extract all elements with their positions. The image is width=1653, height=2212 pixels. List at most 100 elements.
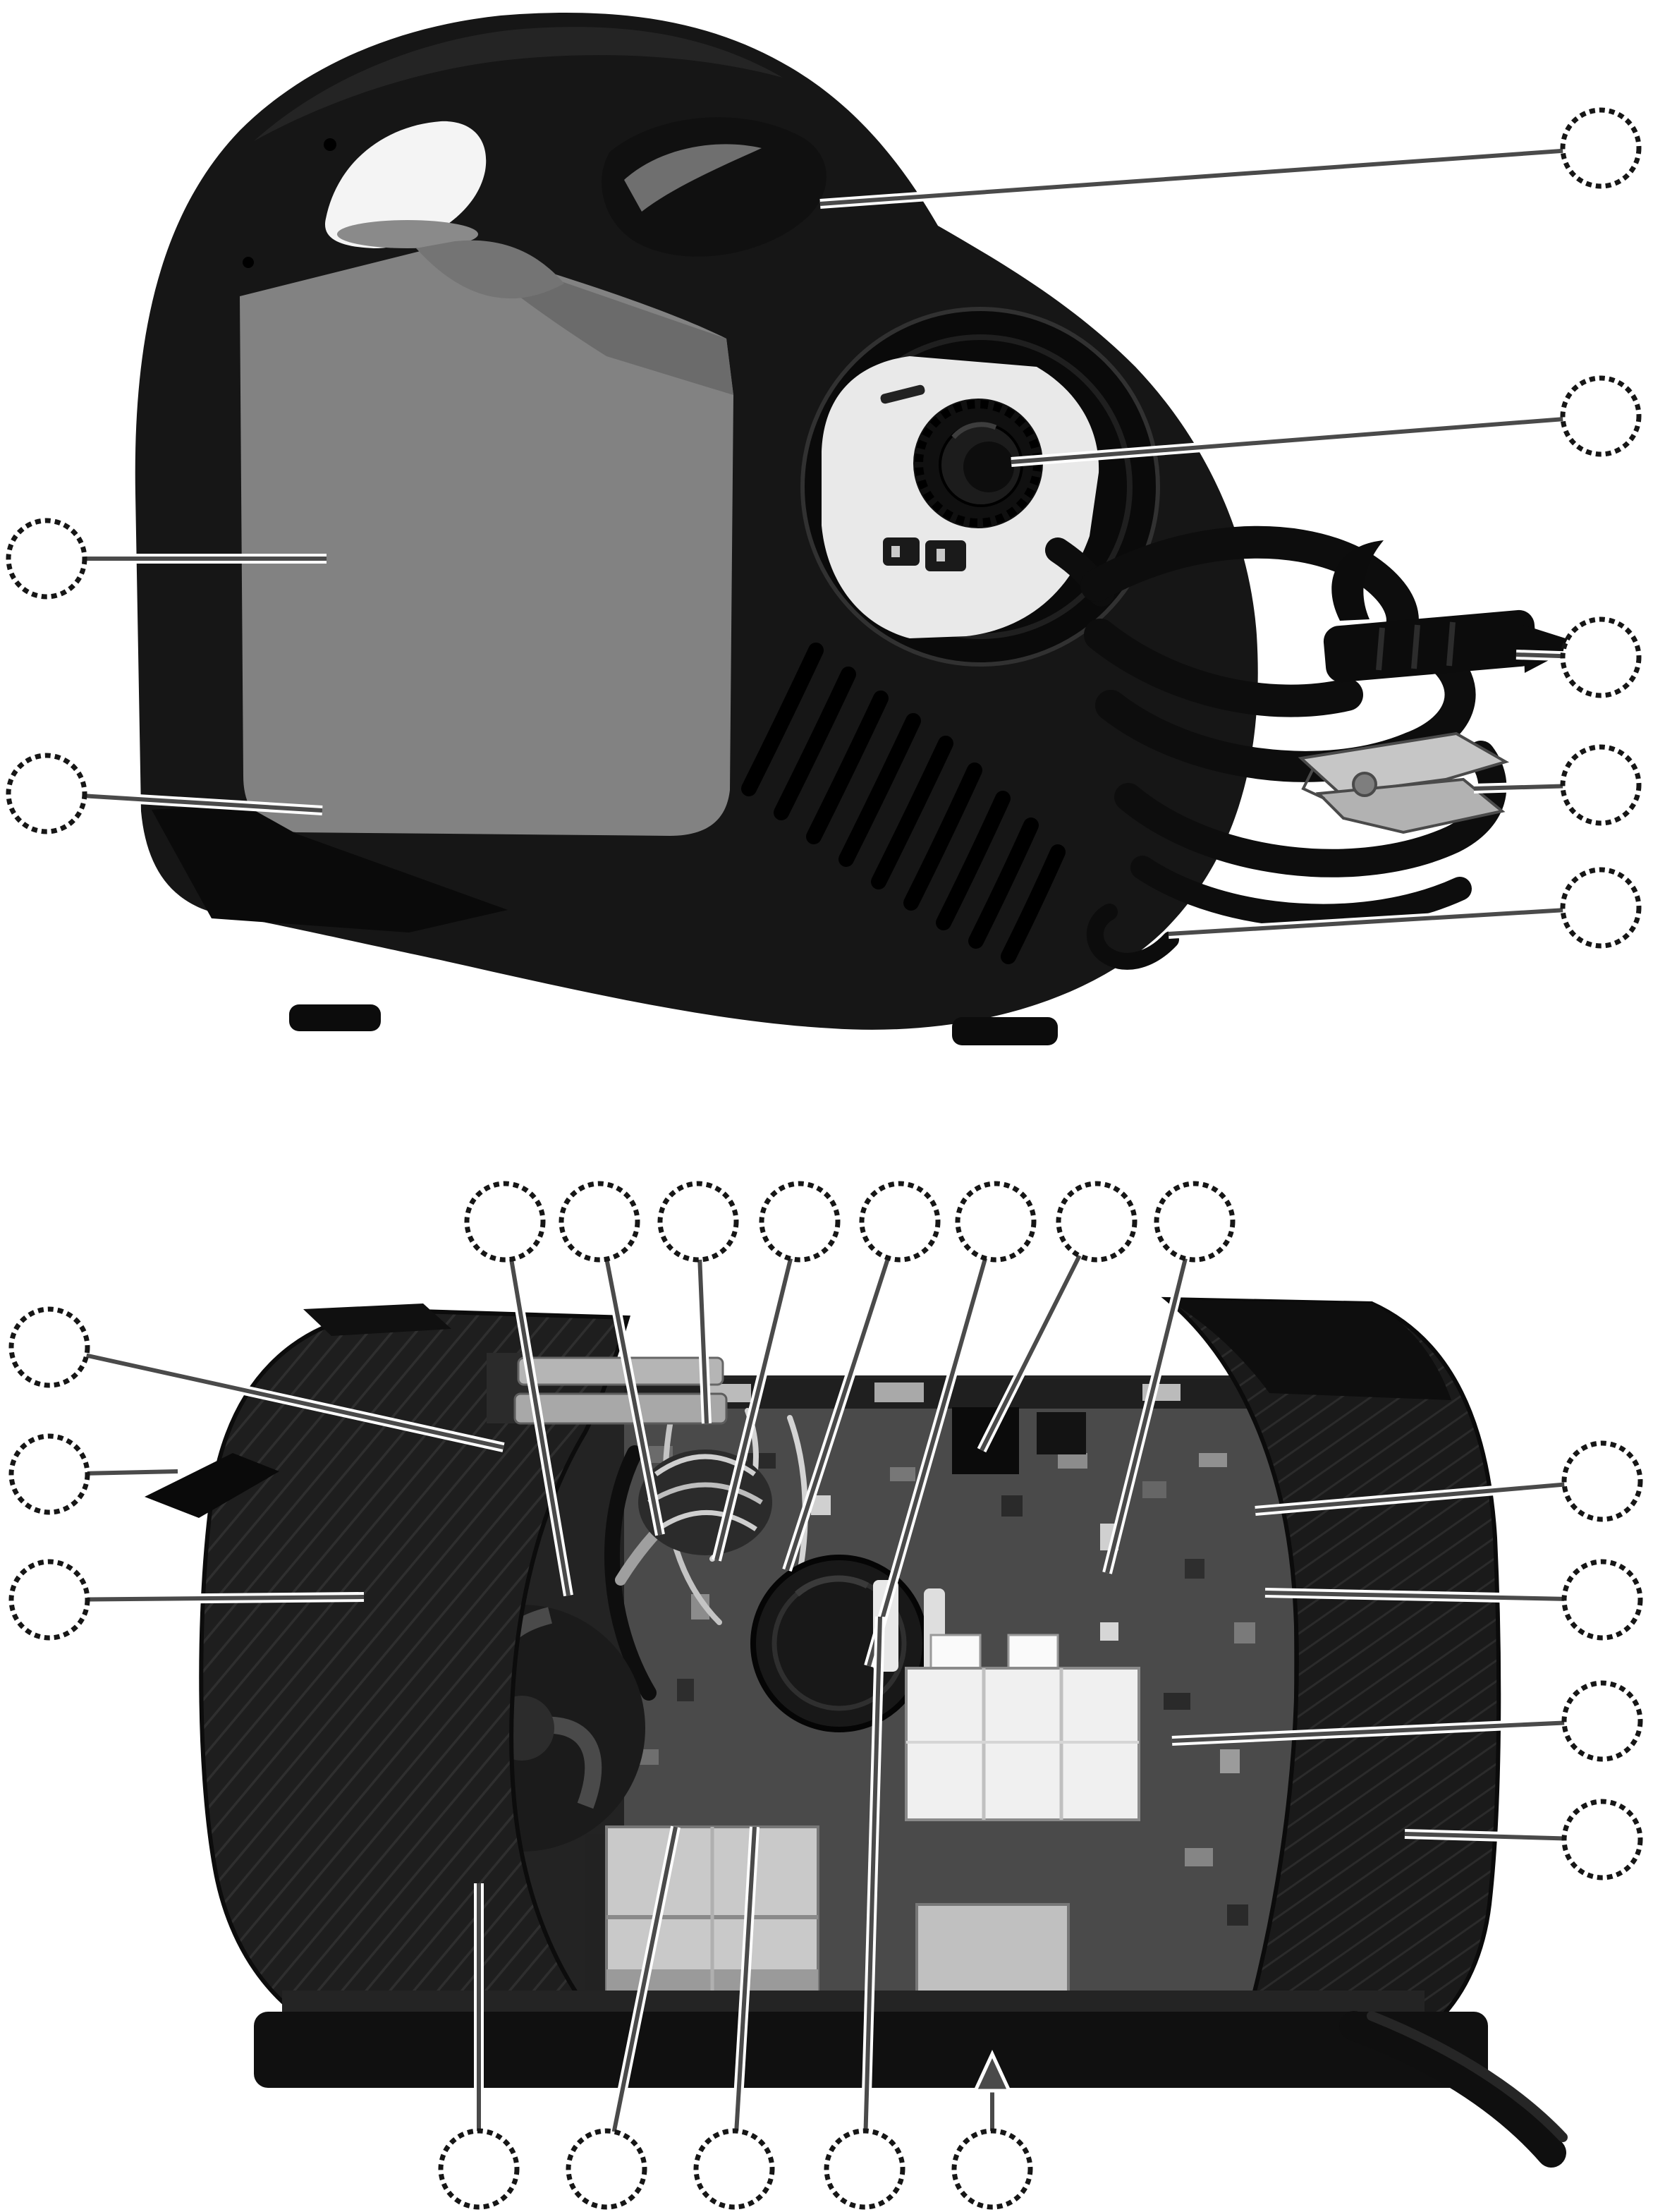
foot-left xyxy=(289,1004,381,1031)
mains-lead-end xyxy=(1086,904,1179,970)
callout-4 xyxy=(977,1181,1137,1453)
panel-label-tick1 xyxy=(891,546,900,557)
leader-line xyxy=(1168,906,1602,936)
callout-16 xyxy=(8,1559,365,1641)
choke xyxy=(487,1353,728,1425)
callout-circle xyxy=(1561,1799,1643,1880)
callout-10 xyxy=(8,1306,505,1452)
interior-figure xyxy=(145,1296,1568,2168)
callout-circle xyxy=(1560,107,1642,189)
callout-19 xyxy=(1264,1559,1643,1641)
leader-line xyxy=(1171,1719,1603,1743)
callout-circle xyxy=(559,1181,640,1263)
callout-24 xyxy=(6,518,327,600)
callout-circle xyxy=(8,1306,90,1388)
callout-circle xyxy=(1561,1559,1643,1641)
bottom-trim xyxy=(152,804,508,932)
leader-line xyxy=(819,146,1602,206)
callout-circle xyxy=(859,1181,941,1263)
exterior-figure xyxy=(135,12,1581,1045)
leader-line xyxy=(1105,1221,1197,1574)
leader-line xyxy=(49,1595,365,1602)
transformer xyxy=(585,1825,819,2008)
callout-1 xyxy=(1255,1440,1643,1522)
leader-line xyxy=(1255,1479,1603,1513)
callouts-exterior xyxy=(6,107,1642,949)
gray-side-panel xyxy=(240,243,733,836)
leader-line xyxy=(980,1220,1099,1452)
callout-circle xyxy=(1561,1680,1643,1762)
callout-circle xyxy=(1560,616,1642,698)
handle-opening-left xyxy=(324,121,487,248)
handle-opening-right xyxy=(602,117,826,257)
callout-circle xyxy=(1056,1181,1137,1263)
vent-louvers xyxy=(741,643,1066,964)
callout-12 xyxy=(438,1883,520,2210)
panel-label-left xyxy=(883,537,920,566)
callout-circle xyxy=(1560,375,1642,457)
callout-23 xyxy=(782,1181,941,1572)
callout-circle xyxy=(8,1559,90,1641)
callout-11 xyxy=(8,1433,178,1515)
callout-27 xyxy=(712,1181,841,1562)
output-lead-highlight xyxy=(1367,2011,1568,2142)
callout-circle xyxy=(6,518,87,600)
callout-17 xyxy=(819,107,1642,209)
callout-circle xyxy=(6,753,87,834)
callout-6 xyxy=(824,1616,905,2210)
foot-right xyxy=(952,1017,1058,1045)
callout-15 xyxy=(1171,1680,1643,1762)
callout-circle xyxy=(824,2128,905,2210)
callout-3 xyxy=(864,1181,1037,1667)
body-screw xyxy=(243,257,254,268)
earth-clamp xyxy=(1298,731,1510,834)
leader-line xyxy=(867,1221,998,1667)
callout-2 xyxy=(951,2050,1033,2210)
panel-print-top xyxy=(880,384,925,404)
callout-14 xyxy=(464,1181,573,1597)
leader-line xyxy=(597,1221,662,1536)
capacitor xyxy=(750,1555,928,1732)
leader-line xyxy=(46,791,323,813)
leader-line xyxy=(503,1221,571,1596)
callout-25 xyxy=(6,753,323,834)
callout-circle xyxy=(1560,867,1642,949)
leader-line xyxy=(714,1221,802,1561)
callout-13 xyxy=(1102,1181,1236,1574)
relay-block xyxy=(905,1634,1140,1821)
callout-7 xyxy=(657,1181,739,1424)
callout-circle xyxy=(566,2128,647,2210)
callout-22 xyxy=(1168,867,1642,949)
left-cap-top-step xyxy=(303,1304,451,1336)
callouts-interior xyxy=(8,1181,1643,2210)
callout-circle xyxy=(657,1181,739,1263)
control-knob[interactable] xyxy=(913,399,1043,528)
callout-26 xyxy=(693,1826,775,2210)
panel-label-tick2 xyxy=(937,549,945,561)
callout-circle xyxy=(8,1433,90,1515)
callout-5 xyxy=(559,1181,665,1536)
callout-18 xyxy=(1404,1799,1643,1880)
callout-8 xyxy=(566,1825,681,2210)
leader-line xyxy=(732,1826,757,2170)
side-panel-notch xyxy=(416,240,564,299)
leader-line xyxy=(604,1826,678,2170)
callout-21 xyxy=(1473,744,1642,826)
handle-screw xyxy=(324,138,336,151)
electrode-holder xyxy=(1323,540,1581,683)
right-cap-roof xyxy=(1167,1299,1451,1400)
handle-opening-right-glimpse xyxy=(624,144,762,212)
leader-line xyxy=(1264,1591,1603,1602)
callout-circle xyxy=(438,2128,520,2210)
panel-label-right xyxy=(925,540,966,571)
leader-line xyxy=(785,1221,902,1571)
output-lead xyxy=(1339,2011,1566,2168)
handle-top-highlight xyxy=(254,27,783,142)
handle-opening-left-panel-glimpse xyxy=(337,220,478,248)
power-cord-stub xyxy=(145,1453,279,1518)
leader-line xyxy=(862,1616,882,2170)
callout-circle xyxy=(464,1181,546,1263)
power-module-small xyxy=(1037,1412,1086,1454)
callout-9 xyxy=(1011,375,1642,467)
